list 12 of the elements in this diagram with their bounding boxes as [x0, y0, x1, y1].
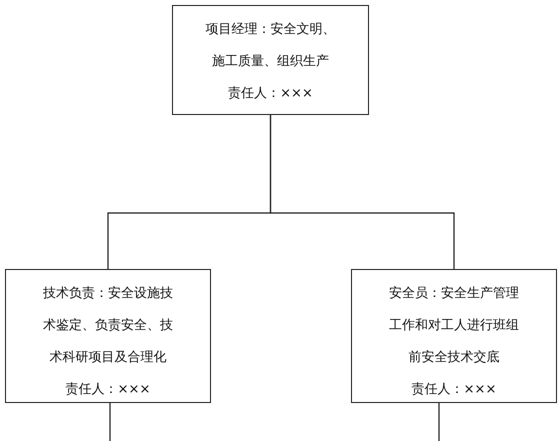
responsible-person-text: 责任人：×××	[227, 85, 314, 103]
role-box	[351, 269, 557, 403]
duty-text: 项目经理：安全文明、施工质量、组织生产	[204, 21, 336, 71]
role-box	[5, 269, 211, 403]
responsible-person-text: 责任人：×××	[64, 381, 152, 399]
connector-line	[270, 115, 455, 269]
connector-line	[109, 403, 111, 441]
duty-text: 技术负责：安全设施技术鉴定、负责安全、技术科研项目及合理化	[42, 285, 174, 367]
responsible-person-text: 责任人：×××	[410, 381, 498, 399]
connector-line	[438, 403, 440, 441]
duty-text: 安全员：安全生产管理工作和对工人进行班组前安全技术交底	[388, 285, 520, 367]
role-box	[172, 5, 369, 115]
